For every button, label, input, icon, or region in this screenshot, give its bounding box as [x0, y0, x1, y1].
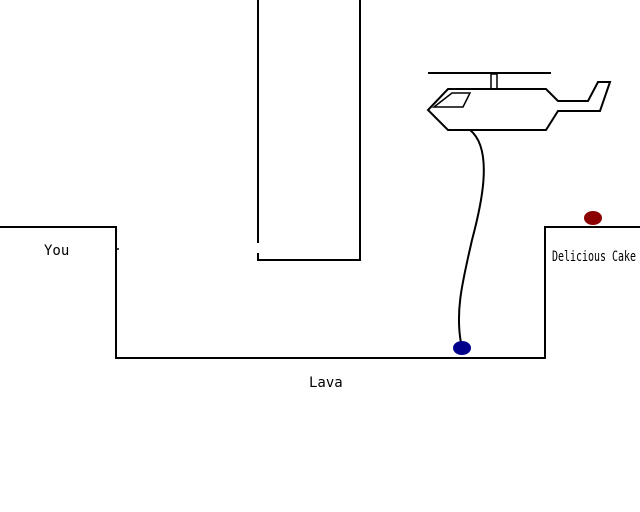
helicopter-body	[426, 81, 612, 131]
terrain-outline	[0, 226, 640, 359]
helicopter-icon[interactable]	[426, 72, 612, 131]
rope	[457, 129, 485, 344]
lava-label: Lava	[309, 375, 343, 391]
helicopter-window	[431, 92, 472, 108]
helicopter-mast	[490, 73, 498, 90]
pillar-obstacle	[257, 0, 361, 261]
player-label: You	[44, 243, 69, 259]
goal-label: Delicious Cake	[552, 249, 636, 265]
cake-icon[interactable]	[584, 211, 602, 225]
ball-icon[interactable]	[453, 341, 471, 355]
